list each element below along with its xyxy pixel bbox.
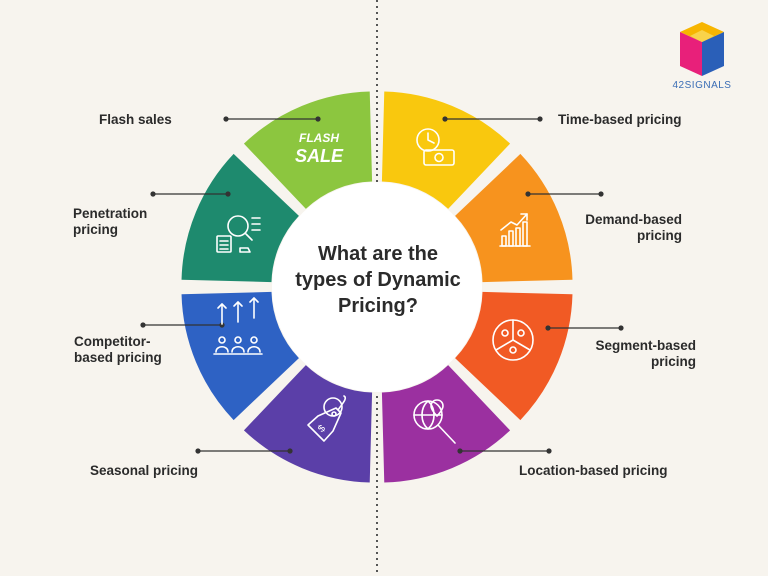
label-location-based: Location-based pricing (519, 463, 668, 478)
connector-dot (537, 116, 543, 122)
segment-segment-based (455, 291, 573, 421)
connector-dot (287, 448, 293, 454)
connector-dot (140, 322, 146, 328)
segment-penetration (181, 153, 299, 283)
segment-flash-sales (243, 91, 373, 209)
center-title-line2: types of Dynamic (295, 269, 461, 291)
connector-dot (457, 448, 463, 454)
connector-dot (223, 116, 229, 122)
connector-dot (618, 325, 624, 331)
segment-competitor-based (181, 291, 299, 421)
location-search-icon (413, 399, 456, 444)
connector-dot (219, 322, 225, 328)
connector-dot (525, 191, 531, 197)
connector-dot (598, 191, 604, 197)
svg-text:SALE: SALE (295, 146, 344, 166)
center-title-line3: Pricing? (338, 295, 418, 317)
svg-text:FLASH: FLASH (299, 131, 339, 145)
segment-location-based (381, 365, 511, 483)
connector-dot (315, 116, 321, 122)
connector-dot (442, 116, 448, 122)
center-circle (272, 182, 482, 392)
center-title-line1: What are the (318, 243, 438, 265)
segment-demand-based (455, 153, 573, 283)
connector-dot (545, 325, 551, 331)
segment-seasonal (243, 365, 373, 483)
brand-name: 42SIGNALS (672, 80, 732, 91)
connector-dot (225, 191, 231, 197)
label-time-based: Time-based pricing (558, 112, 682, 127)
customer-segments-icon (492, 319, 534, 361)
data-analysis-icon (216, 215, 261, 253)
label-flash-sales: Flash sales (99, 112, 172, 127)
competitors-icon (213, 297, 263, 355)
label-seasonal: Seasonal pricing (90, 463, 199, 478)
clock-money-icon (416, 128, 455, 166)
brand-logo (680, 22, 724, 76)
connector-dot (546, 448, 552, 454)
label-competitor-based: Competitor-based pricing (74, 334, 162, 365)
connector-dot (195, 448, 201, 454)
connector-dot (150, 191, 156, 197)
rising-chart-icon (499, 213, 531, 247)
